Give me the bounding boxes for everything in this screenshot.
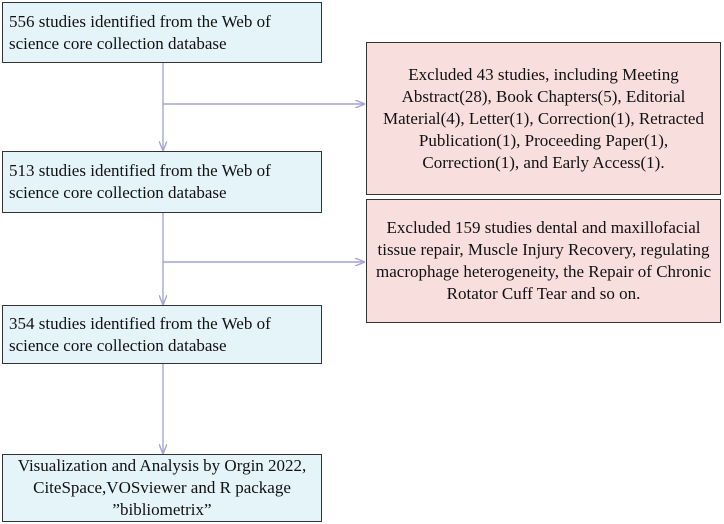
exclusion-text: Excluded 43 studies, including Meeting A…	[383, 64, 704, 172]
exclusion-box-43-studies: Excluded 43 studies, including Meeting A…	[366, 42, 721, 195]
exclusion-box-159-studies: Excluded 159 studies dental and maxillof…	[366, 199, 721, 323]
step-text: 556 studies identified from the Web of s…	[9, 11, 271, 53]
step-box-354-identified: 354 studies identified from the Web of s…	[2, 305, 322, 364]
step-text: Visualization and Analysis by Orgin 2022…	[17, 456, 307, 519]
step-text: 513 studies identified from the Web of s…	[9, 161, 271, 202]
step-box-visualization-analysis: Visualization and Analysis by Orgin 2022…	[2, 454, 322, 522]
step-box-513-identified: 513 studies identified from the Web of s…	[2, 151, 322, 213]
exclusion-text: Excluded 159 studies dental and maxillof…	[376, 218, 711, 303]
step-text: 354 studies identified from the Web of s…	[9, 313, 271, 355]
step-box-556-identified: 556 studies identified from the Web of s…	[2, 2, 322, 63]
